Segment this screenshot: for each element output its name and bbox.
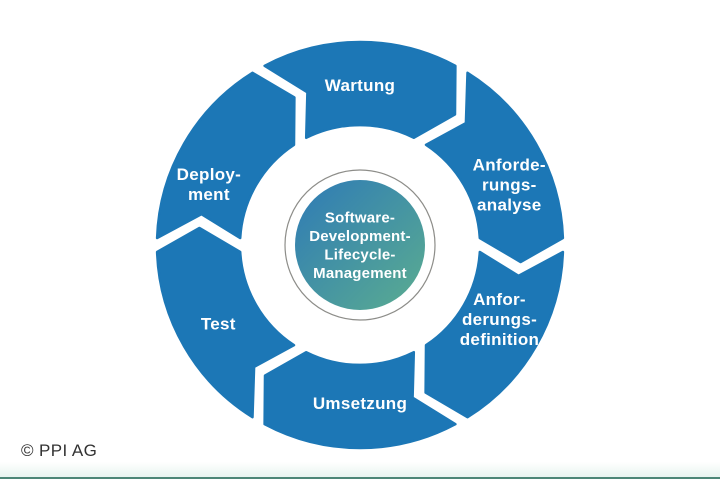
footer-accent-bar <box>0 462 720 479</box>
segment-label-anforderungsdefinition: Anfor-derungs-definition <box>460 290 539 349</box>
segment-label-test: Test <box>201 315 236 334</box>
cycle-segments <box>155 40 565 450</box>
copyright-label: © PPI AG <box>21 441 98 460</box>
segment-test <box>155 226 296 419</box>
segment-label-anforderungsanalyse: Anforde-rungs-analyse <box>473 156 546 215</box>
segment-umsetzung <box>263 350 457 450</box>
segment-label-deployment: Deploy-ment <box>177 165 241 204</box>
center-circle <box>295 180 425 310</box>
segment-anforderungsdefinition <box>424 250 565 419</box>
segment-labels: WartungAnforde-rungs-analyseAnfor-derung… <box>177 76 546 413</box>
segment-deployment <box>155 71 296 240</box>
segment-label-umsetzung: Umsetzung <box>313 394 407 413</box>
center-label: Software-Development-Lifecycle-Managemen… <box>309 209 411 281</box>
segment-wartung <box>263 40 457 140</box>
segment-label-wartung: Wartung <box>325 76 395 95</box>
center-ring <box>284 169 436 321</box>
segment-anforderungsanalyse <box>424 71 565 264</box>
